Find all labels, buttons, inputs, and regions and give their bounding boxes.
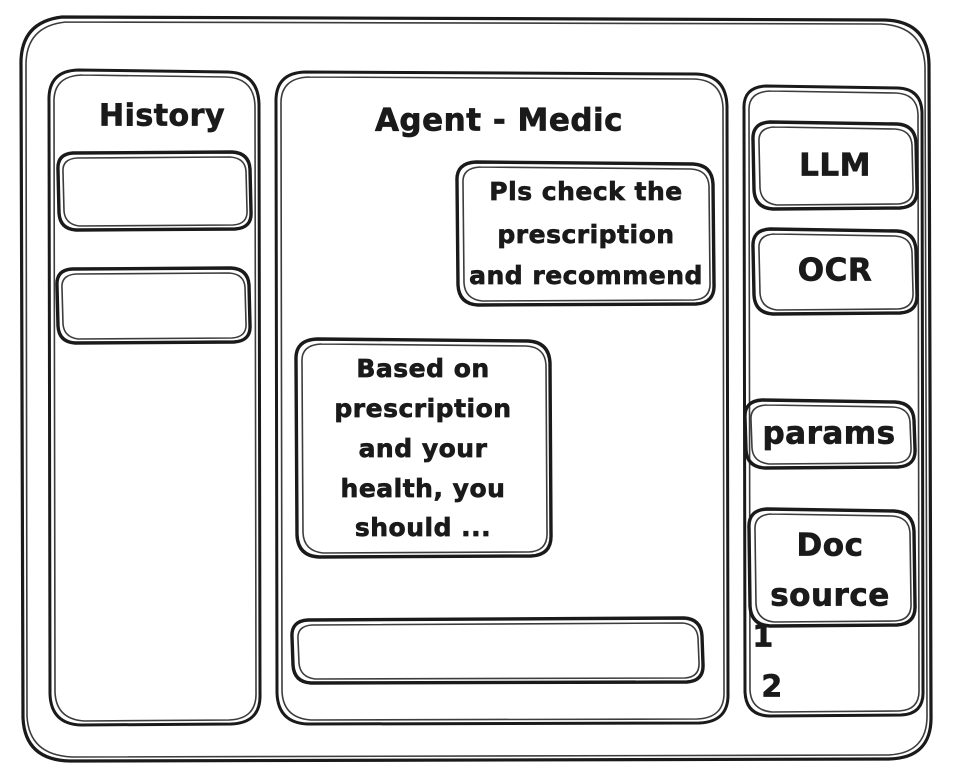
agent-chat-panel xyxy=(274,70,730,726)
user-message-line-2: prescription xyxy=(497,220,674,249)
agent-message-line-4: health, you xyxy=(341,474,506,503)
params-chip[interactable]: params xyxy=(743,398,917,470)
doc-source-box[interactable]: Doc source xyxy=(747,507,917,628)
llm-chip[interactable]: LLM xyxy=(751,120,919,211)
user-message-line-3: and recommend xyxy=(469,261,703,290)
agent-message-line-5: should ... xyxy=(355,513,491,542)
agent-message-line-2: prescription xyxy=(334,394,511,423)
message-input[interactable] xyxy=(290,616,705,685)
doc-source-line-2: source xyxy=(770,578,890,614)
llm-chip-label: LLM xyxy=(799,148,871,184)
doc-source-list-item-2[interactable]: 2 xyxy=(761,669,783,705)
history-item-1[interactable] xyxy=(56,150,253,232)
history-sidebar xyxy=(47,68,262,727)
doc-source-line-1: Doc xyxy=(797,528,864,564)
app-window-frame xyxy=(19,15,933,763)
agent-message-line-1: Based on xyxy=(356,354,489,383)
agent-message-bubble[interactable]: Based on prescription and your health, y… xyxy=(294,337,553,559)
params-chip-label: params xyxy=(762,416,895,452)
history-item-2[interactable] xyxy=(55,266,252,345)
ocr-chip[interactable]: OCR xyxy=(751,227,919,316)
agent-message-line-3: and your xyxy=(359,434,488,463)
page-title: Agent - Medic xyxy=(375,103,623,139)
user-message-line-1: Pls check the xyxy=(489,177,682,206)
tools-panel xyxy=(742,84,925,718)
user-message-bubble[interactable]: Pls check the prescription and recommend xyxy=(455,160,716,307)
ocr-chip-label: OCR xyxy=(798,253,872,289)
history-title: History xyxy=(99,99,225,134)
doc-source-list-item-1[interactable]: 1 xyxy=(752,619,774,655)
